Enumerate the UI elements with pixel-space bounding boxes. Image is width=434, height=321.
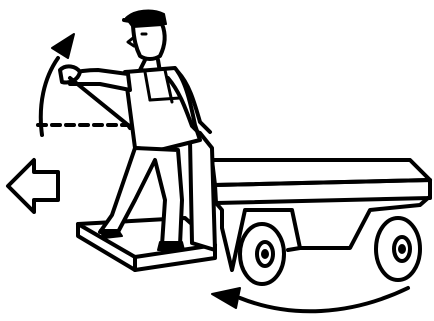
operator-figure (60, 11, 210, 250)
front-wheel (240, 224, 284, 284)
rear-wheel (376, 218, 420, 280)
left-arrow-icon (8, 160, 58, 212)
curved-left-arrow-icon (212, 288, 408, 311)
truck-bed (212, 160, 430, 203)
steering-post (190, 133, 215, 250)
